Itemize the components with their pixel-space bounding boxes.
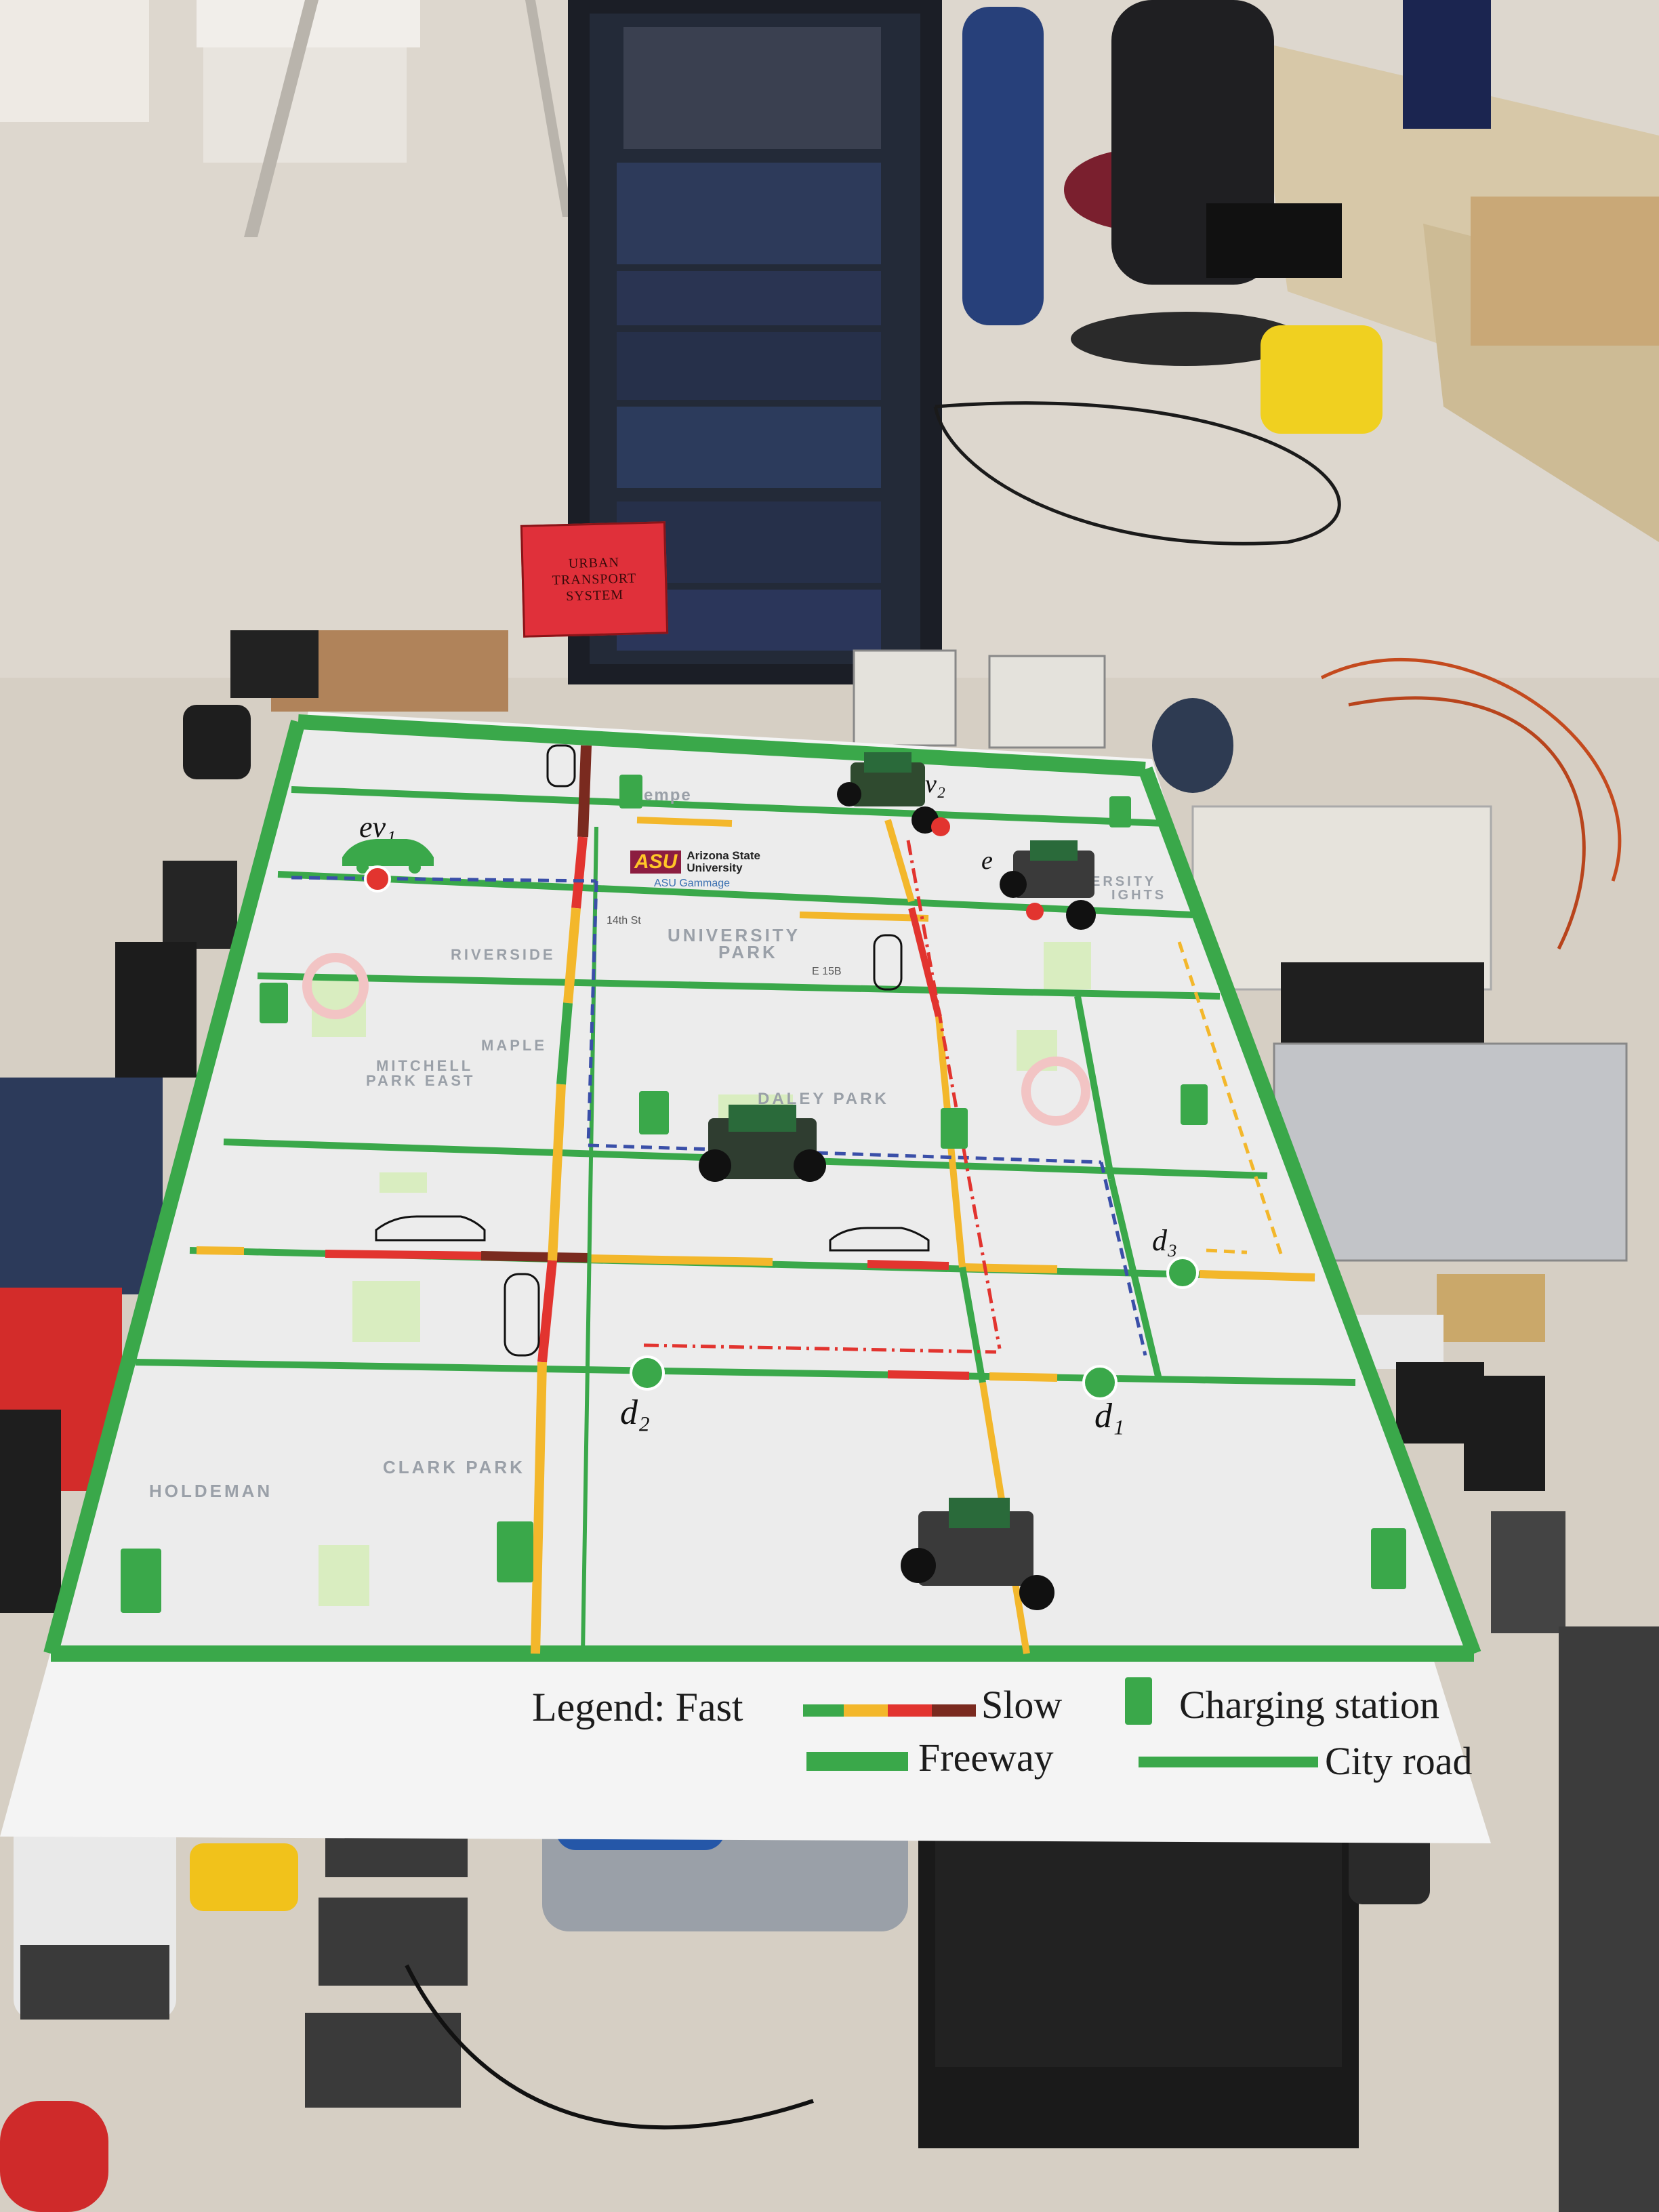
slowest-vertical: [577, 745, 592, 838]
route-ev2-1: [906, 840, 1002, 1349]
ev3-node: [1026, 903, 1044, 920]
car-outline-4: [504, 1273, 540, 1357]
area-tempe: empe: [644, 786, 692, 804]
vertical-r1d: [959, 1267, 986, 1383]
legend-charging-swatch: [1125, 1677, 1152, 1725]
ev1-node: [364, 865, 391, 893]
car-outline-1: [546, 744, 576, 787]
slow-vertical-2: [537, 1260, 557, 1363]
city-road-h1: [291, 786, 1166, 827]
legend-city-swatch: [1139, 1757, 1318, 1767]
vertical-r1a: [884, 819, 915, 903]
city-road-h6: [135, 1359, 1356, 1386]
car-outline-2: [375, 1215, 486, 1242]
street-e15: E 15B: [812, 966, 842, 977]
robot-ev2: [837, 752, 939, 834]
ev2-label: v₂: [925, 770, 946, 798]
medium-seg-1: [589, 1254, 773, 1266]
area-park-east: PARK EAST: [366, 1072, 476, 1089]
university-name: Arizona State University: [687, 849, 760, 874]
freeway-left: [43, 720, 306, 1656]
d1-node: [1082, 1365, 1118, 1400]
vertical-r1b: [908, 907, 942, 1018]
area-riverside: RIVERSIDE: [451, 946, 556, 963]
route-ev3-d3: [1206, 1248, 1248, 1254]
medium-seg-2: [962, 1263, 1058, 1273]
slowest-seg-1: [480, 1251, 590, 1263]
asu-gammage: ASU Gammage: [654, 878, 731, 889]
area-mitchell: MITCHELL: [376, 1057, 474, 1074]
route-ev1-1: [291, 876, 597, 883]
medium-vertical-1: [563, 907, 581, 1004]
legend-fast-swatch-4: [932, 1704, 976, 1717]
d3-label: d₃: [1152, 1224, 1178, 1257]
d3-node: [1166, 1256, 1199, 1289]
area-holdeman: HOLDEMAN: [149, 1481, 273, 1501]
vertical-r2: [1074, 996, 1115, 1180]
medium-seg-4: [196, 1246, 245, 1255]
legend-fast-swatch-3: [888, 1704, 932, 1717]
slow-seg-3: [887, 1370, 970, 1380]
car-outline-5: [873, 934, 903, 991]
area-university: UNIVERSITY: [668, 925, 801, 945]
fast-vertical-1: [556, 1002, 573, 1085]
medium-vertical-2: [548, 1084, 566, 1261]
asu-logo-mark: ASU: [630, 851, 682, 874]
area-heights-2: IGHTS: [1111, 888, 1167, 903]
vertical-r3: [1108, 1178, 1162, 1380]
d2-node: [630, 1355, 665, 1391]
robot-center: [699, 1105, 826, 1182]
route-ev3-2: [1177, 941, 1283, 1254]
freeway-right: [1138, 766, 1481, 1656]
freeway-top: [298, 714, 1146, 777]
area-clark-park: CLARK PARK: [383, 1457, 525, 1477]
area-maple: MAPLE: [481, 1037, 547, 1054]
medium-seg-6: [799, 912, 929, 922]
area-park: PARK: [718, 942, 778, 962]
charging-pad-left: [302, 953, 369, 1019]
medium-seg-5: [989, 1372, 1058, 1382]
car-outline-3: [829, 1227, 930, 1252]
legend-slow: Slow: [981, 1683, 1063, 1727]
route-ev3-1: [643, 1343, 997, 1354]
charging-station-icon: [121, 775, 1406, 1613]
ev2-node: [931, 817, 950, 836]
legend-charging: Charging station: [1179, 1683, 1439, 1727]
ev1-car-icon: [342, 839, 434, 874]
legend-fast-swatch-1: [803, 1704, 844, 1717]
legend-city-road: City road: [1325, 1739, 1473, 1783]
medium-seg-7: [636, 817, 733, 827]
charging-pad-right: [1021, 1057, 1090, 1126]
legend-freeway-swatch: [806, 1752, 908, 1771]
medium-vertical-3: [531, 1361, 547, 1654]
route-ev1-3: [588, 1143, 1102, 1164]
street-14th: 14th St: [607, 915, 641, 926]
legend-freeway: Freeway: [918, 1736, 1054, 1780]
medium-seg-3: [1199, 1270, 1315, 1282]
area-heights: ERSITY: [1091, 874, 1157, 889]
robot-bottom: [901, 1498, 1054, 1610]
route-ev1-4: [1099, 1162, 1147, 1356]
vertical-city-1: [581, 826, 598, 1654]
ev3-label: e: [981, 846, 993, 875]
robot-ev3: [1000, 840, 1096, 930]
slow-seg-2: [867, 1260, 949, 1270]
city-road-h3: [257, 972, 1221, 1000]
ev1-label: ev₁: [359, 811, 396, 844]
legend-title: Legend: Fast: [532, 1685, 743, 1729]
d2-label: d₂: [620, 1393, 651, 1432]
slow-seg-1: [325, 1250, 489, 1260]
legend-fast-swatch-2: [844, 1704, 888, 1717]
slow-vertical-1: [571, 836, 588, 909]
asu-logo: ASU Arizona State University: [630, 847, 800, 877]
route-ev1-2: [586, 880, 598, 1146]
d1-label: d₁: [1094, 1397, 1125, 1435]
